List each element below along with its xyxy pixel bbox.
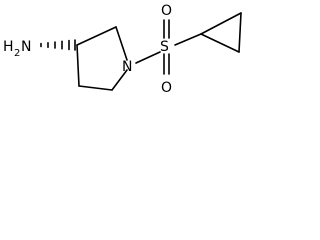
oxygen-bottom-label: O <box>161 80 172 96</box>
amine-h-label: H <box>3 39 14 55</box>
amine-n-label: N <box>21 39 31 55</box>
bond-c2-n1 <box>115 26 128 61</box>
bond-n1-c5 <box>111 69 128 91</box>
ring-nitrogen-label: N <box>122 59 132 75</box>
bond-cp1-cp2 <box>200 12 242 35</box>
bond-c3-c2 <box>76 26 117 46</box>
bond-c5-c4 <box>78 85 113 91</box>
bond-c4-c3 <box>76 44 80 87</box>
amine-subscript-label: 2 <box>14 48 20 59</box>
bond-cp2-cp3 <box>238 12 242 53</box>
bond-s-cyclopropyl <box>174 33 202 46</box>
sulfur-label: S <box>160 39 169 55</box>
oxygen-top-label: O <box>161 3 172 19</box>
chemical-structure-diagram: H 2 N N S O O <box>3 3 242 96</box>
bond-cp3-cp1 <box>200 33 240 53</box>
hashed-wedge-bond <box>40 39 76 51</box>
bond-n1-s <box>135 51 161 64</box>
